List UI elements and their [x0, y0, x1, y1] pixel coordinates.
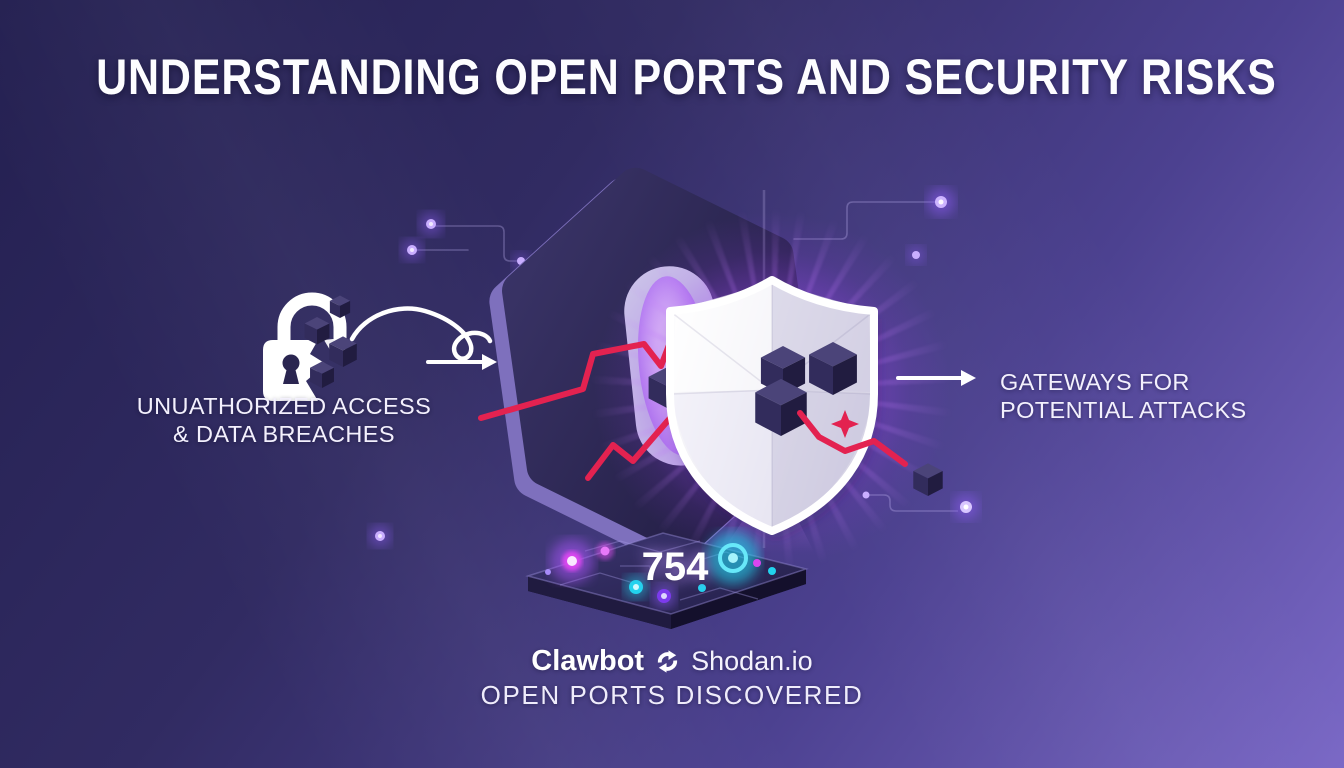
platform — [525, 532, 809, 629]
right-callout-line1: GATEWAYS FOR — [1000, 369, 1190, 395]
circuit-line — [868, 494, 958, 512]
page-title-text: UNDERSTANDING OPEN PORTS AND SECURITY RI… — [96, 49, 1277, 105]
right-callout: GATEWAYS FOR POTENTIAL ATTACKS — [1000, 368, 1260, 424]
right-callout-line2: POTENTIAL ATTACKS — [1000, 397, 1247, 423]
brand-service-name: Shodan.io — [691, 646, 813, 676]
glow-dot — [862, 491, 979, 520]
impact-star-icon — [831, 410, 859, 438]
left-callout: UNUATHORIZED ACCESS & DATA BREACHES — [128, 392, 440, 448]
shodan-logo-icon — [657, 650, 678, 673]
open-ports-label: OPEN PORTS DISCOVERED — [480, 680, 864, 710]
swirl-arrow-icon — [349, 306, 493, 361]
page-title: UNDERSTANDING OPEN PORTS AND SECURITY RI… — [0, 48, 1344, 106]
left-callout-line2: & DATA BREACHES — [173, 421, 395, 447]
left-callout-line1: UNUATHORIZED ACCESS — [136, 393, 432, 419]
branding-row: Clawbot Shodan.io — [0, 645, 1344, 678]
brand-product-name: Clawbot — [531, 645, 645, 677]
attack-line-front — [797, 410, 908, 467]
platform-leds — [545, 532, 776, 608]
broken-padlock-icon — [263, 292, 357, 401]
arrow-right-icon — [896, 370, 976, 386]
cube-icon — [913, 463, 943, 496]
arrow-right-icon — [426, 354, 497, 370]
open-ports-count: 754 — [641, 545, 709, 589]
